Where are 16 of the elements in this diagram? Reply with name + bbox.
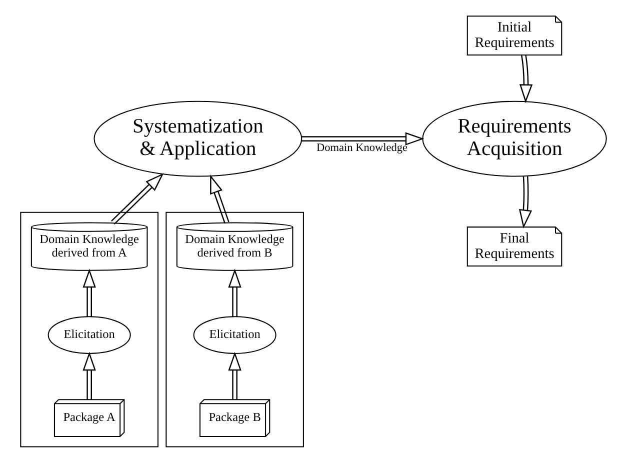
- arrow: [111, 173, 164, 224]
- arrow: [228, 268, 242, 317]
- node-ellipse: Requirements Acquisition: [422, 100, 607, 177]
- edge-label: Domain Knowledge: [316, 142, 408, 154]
- arrow: [210, 174, 230, 224]
- arrow: [228, 352, 242, 400]
- node-ellipse: Systematization & Application: [94, 100, 302, 177]
- arrow: [82, 268, 96, 317]
- arrow: [302, 132, 424, 146]
- arrow: [518, 176, 532, 228]
- arrow: [82, 352, 96, 400]
- arrow: [519, 54, 533, 104]
- node-ellipse: Elicitation: [193, 316, 276, 354]
- node-ellipse: Elicitation: [48, 316, 131, 354]
- cluster: [20, 212, 158, 448]
- cluster: [166, 212, 304, 448]
